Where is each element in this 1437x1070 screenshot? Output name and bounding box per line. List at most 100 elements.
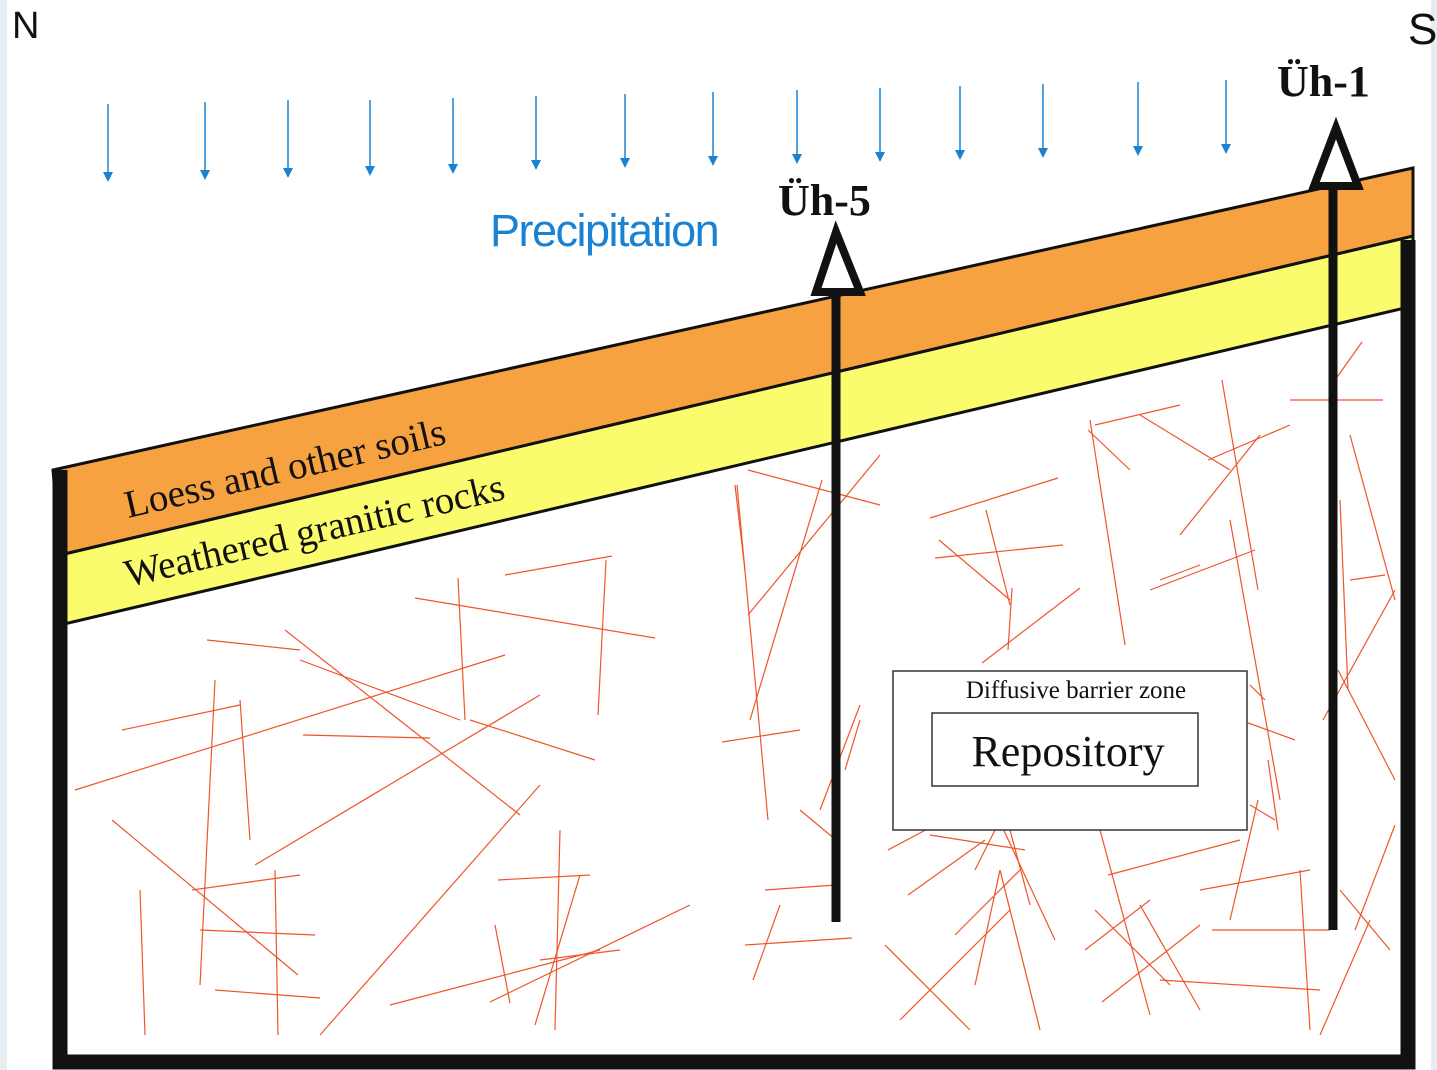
fracture-line <box>206 639 301 651</box>
fracture-line <box>597 559 607 716</box>
fracture-line <box>1334 341 1363 381</box>
fracture-line <box>1107 839 1241 876</box>
fracture-line <box>319 784 541 1036</box>
fracture-line <box>721 729 801 743</box>
fracture-line <box>111 819 299 976</box>
rain-arrow-head <box>792 154 802 164</box>
rain-arrow-head <box>448 164 458 174</box>
fracture-line <box>954 869 1021 936</box>
rain-arrow-head <box>708 156 718 166</box>
rain-arrow-head <box>365 166 375 176</box>
north-label: N <box>12 5 39 47</box>
borehole-uh5-arrowhead <box>810 220 866 296</box>
fracture-line <box>899 909 1011 1021</box>
fracture-line <box>1094 909 1171 986</box>
fracture-line <box>981 587 1081 664</box>
rain-arrow-head <box>103 172 113 182</box>
fracture-line <box>1139 414 1231 471</box>
fracture-line <box>74 654 506 791</box>
fracture-line <box>1249 804 1276 821</box>
fracture-line <box>736 484 769 821</box>
fracture-line <box>1084 899 1151 951</box>
fracture-line <box>1339 889 1391 951</box>
fracture-line <box>1199 869 1311 891</box>
fracture-line <box>1089 419 1126 646</box>
fracture-line <box>747 454 881 616</box>
bedrock-zone <box>60 306 1408 1060</box>
precipitation-arrows <box>103 80 1231 182</box>
fracture-line <box>1159 979 1321 991</box>
fracture-line <box>1229 799 1259 921</box>
fracture-line <box>494 924 511 1004</box>
fracture-line <box>239 699 251 841</box>
fracture-line <box>934 544 1064 559</box>
repository-label: Repository <box>971 727 1164 776</box>
borehole-uh1-arrowhead <box>1308 116 1364 190</box>
fracture-line <box>284 629 521 816</box>
fracture-network <box>74 341 1396 1036</box>
borehole-uh5 <box>810 220 866 922</box>
south-label: S <box>1408 5 1437 54</box>
rain-arrow-head <box>1133 146 1143 156</box>
fracture-line <box>539 949 621 961</box>
fracture-line <box>1101 924 1201 1003</box>
rain-arrow-head <box>1038 148 1048 158</box>
fracture-line <box>554 829 561 1031</box>
fracture-line <box>1339 499 1349 691</box>
fracture-line <box>985 509 1011 606</box>
fracture-line <box>929 477 1059 519</box>
rain-arrow-head <box>283 168 293 178</box>
fracture-line <box>191 874 301 891</box>
fracture-line <box>534 874 581 1026</box>
fracture-line <box>302 734 431 739</box>
fracture-line <box>1099 829 1151 1016</box>
fracture-line <box>457 577 466 721</box>
fracture-line <box>121 704 241 731</box>
fracture-line <box>1349 574 1386 581</box>
fracture-line <box>389 949 601 1006</box>
fracture-line <box>764 884 837 891</box>
fracture-line <box>749 479 823 721</box>
fracture-line <box>1354 824 1396 931</box>
repository-box <box>931 712 1199 787</box>
fracture-line <box>497 874 591 881</box>
fracture-line <box>1249 684 1266 701</box>
fracture-line <box>1179 434 1261 536</box>
fracture-line <box>884 944 971 1031</box>
rain-arrow-head <box>531 160 541 170</box>
fracture-line <box>1007 587 1013 651</box>
fracture-line <box>214 989 321 999</box>
fracture-line <box>1221 379 1259 591</box>
fracture-line <box>199 679 216 986</box>
borehole-uh5-label: Üh-5 <box>778 176 871 225</box>
fracture-line <box>274 869 279 1036</box>
fracture-line <box>414 597 656 639</box>
fracture-line <box>929 834 1026 851</box>
fracture-line <box>1207 424 1291 461</box>
fracture-line <box>1094 404 1181 426</box>
precipitation-label: Precipitation <box>490 205 718 256</box>
fracture-line <box>1149 549 1256 591</box>
fracture-line <box>1319 919 1371 1036</box>
fracture-line <box>999 869 1041 1031</box>
fracture-line <box>1349 434 1396 601</box>
fracture-line <box>1229 519 1281 801</box>
fracture-line <box>1087 429 1131 471</box>
fracture-line <box>938 539 1011 601</box>
fracture-line <box>1299 869 1311 1031</box>
fracture-line <box>907 839 986 896</box>
fracture-line <box>752 904 781 981</box>
borehole-uh1-label: Üh-1 <box>1277 57 1370 106</box>
section-frame <box>52 240 1416 1070</box>
fracture-line <box>1009 829 1031 906</box>
rain-arrow-head <box>875 152 885 162</box>
fracture-line <box>1267 759 1279 831</box>
fracture-line <box>844 719 861 771</box>
fracture-line <box>799 809 837 841</box>
fracture-line <box>1139 904 1201 1011</box>
fracture-line <box>254 694 541 866</box>
rain-arrow-head <box>620 158 630 168</box>
fracture-line <box>747 469 881 506</box>
fracture-line <box>744 937 853 946</box>
